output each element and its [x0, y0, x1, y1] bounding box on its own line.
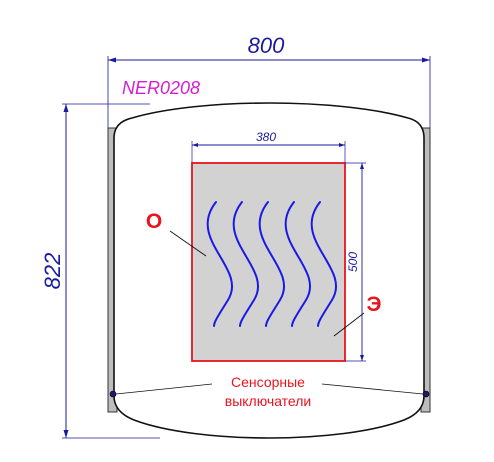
heater-width-arrow-left — [192, 143, 198, 147]
marker-right-leader — [333, 312, 365, 337]
marker-left-label: О — [146, 210, 162, 233]
heat-wave-3 — [258, 201, 286, 327]
width-arrow-left — [108, 57, 116, 63]
touch-switch-icon — [422, 390, 430, 398]
heat-wave-4 — [284, 201, 312, 327]
marker-right-label: Э — [367, 293, 382, 316]
touch-switch-leader-right — [321, 383, 424, 395]
width-dimension: 800 — [107, 33, 431, 130]
heater-height-arrow-top — [360, 163, 364, 169]
overall-height-label: 822 — [40, 253, 65, 290]
heater-width-arrow-right — [339, 143, 345, 147]
height-arrow-bottom — [63, 430, 69, 438]
heat-wave-5 — [310, 201, 338, 327]
heat-wave-1 — [206, 201, 234, 327]
heater-width-dimension: 380 — [191, 130, 346, 163]
touch-switch-left — [109, 390, 117, 398]
height-dimension: 822 — [40, 103, 160, 439]
heater-height-arrow-bottom — [360, 355, 364, 361]
touch-switch-icon — [109, 390, 117, 398]
heater-height-dimension: 500 — [345, 162, 366, 362]
heater-height-label: 500 — [346, 252, 360, 272]
touch-switch-right — [422, 390, 430, 398]
heat-waves-icon — [206, 201, 338, 327]
heat-wave-2 — [232, 201, 260, 327]
overall-width-label: 800 — [248, 33, 285, 58]
model-code: NER0208 — [122, 78, 200, 98]
marker-left-leader — [169, 230, 207, 257]
touch-switch-leader-left — [115, 383, 213, 395]
width-arrow-right — [422, 57, 430, 63]
heater-panel — [191, 162, 346, 362]
height-arrow-top — [63, 104, 69, 112]
touch-switch-label-line1: Сенсорные — [231, 374, 305, 390]
touch-switch-label-line2: выключатели — [225, 393, 311, 409]
heater-width-label: 380 — [256, 130, 276, 144]
